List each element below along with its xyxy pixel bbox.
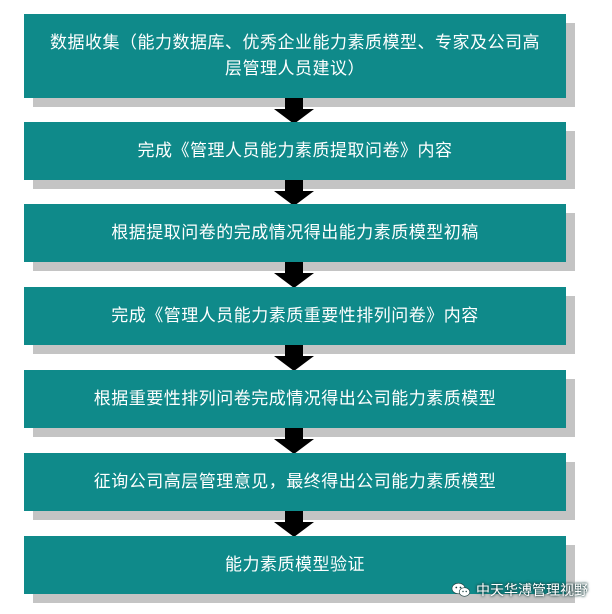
- step-label: 数据收集（能力数据库、优秀企业能力素质模型、专家及公司高层管理人员建议）: [50, 33, 540, 79]
- watermark: 中天华溥管理视野: [451, 580, 588, 600]
- wechat-icon: [451, 582, 471, 597]
- down-arrow-icon: [274, 262, 314, 288]
- step-senior-consultation: 征询公司高层管理意见，最终得出公司能力素质模型: [24, 453, 566, 511]
- step-label: 完成《管理人员能力素质重要性排列问卷》内容: [111, 306, 479, 326]
- down-arrow-icon: [274, 98, 314, 124]
- step-label: 征询公司高层管理意见，最终得出公司能力素质模型: [93, 472, 497, 492]
- down-arrow-icon: [274, 428, 314, 454]
- step-label: 能力素质模型验证: [225, 555, 365, 575]
- watermark-text: 中天华溥管理视野: [476, 583, 588, 599]
- step-label: 根据提取问卷的完成情况得出能力素质模型初稿: [111, 223, 479, 243]
- down-arrow-icon: [274, 180, 314, 206]
- step-data-collection: 数据收集（能力数据库、优秀企业能力素质模型、专家及公司高层管理人员建议）: [24, 14, 566, 98]
- step-model-draft: 根据提取问卷的完成情况得出能力素质模型初稿: [24, 204, 566, 262]
- step-model-validation: 能力素质模型验证: [24, 536, 566, 594]
- step-extraction-questionnaire: 完成《管理人员能力素质提取问卷》内容: [24, 122, 566, 180]
- down-arrow-icon: [274, 345, 314, 371]
- step-label: 根据重要性排列问卷完成情况得出公司能力素质模型: [93, 389, 497, 409]
- down-arrow-icon: [274, 511, 314, 537]
- step-label: 完成《管理人员能力素质提取问卷》内容: [137, 141, 453, 161]
- step-company-model: 根据重要性排列问卷完成情况得出公司能力素质模型: [24, 370, 566, 428]
- step-importance-questionnaire: 完成《管理人员能力素质重要性排列问卷》内容: [24, 287, 566, 345]
